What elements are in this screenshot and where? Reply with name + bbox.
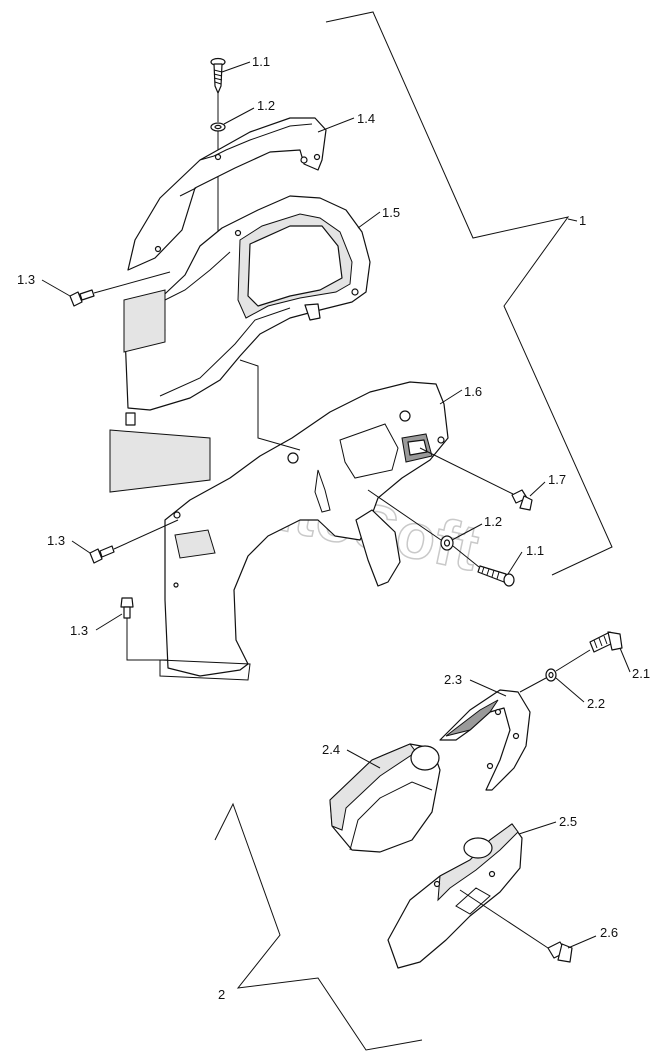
shade-panel-a xyxy=(123,289,166,353)
label-1-1-lower: 1.1 xyxy=(526,543,544,558)
label-2-2: 2.2 xyxy=(587,696,605,711)
washer-1-2-lower xyxy=(440,535,454,551)
label-2-5: 2.5 xyxy=(559,814,577,829)
label-1-2-top: 1.2 xyxy=(257,98,275,113)
group-1-bracket xyxy=(325,11,613,576)
label-1-1-top: 1.1 xyxy=(252,54,270,69)
washer-2-2 xyxy=(545,668,557,682)
bolt-1-3-a xyxy=(69,289,95,307)
bolt-1-3-b xyxy=(89,545,115,564)
label-1-3-b: 1.3 xyxy=(47,533,65,548)
label-1-2-lower: 1.2 xyxy=(484,514,502,529)
label-1-3-c: 1.3 xyxy=(70,623,88,638)
part-1-4-upper-cover xyxy=(127,117,327,271)
bolt-2-6 xyxy=(547,941,573,963)
group-2-bracket xyxy=(214,802,423,1051)
link-1-5-1-6 xyxy=(239,359,301,451)
label-2: 2 xyxy=(218,987,225,1002)
part-2-3-cover xyxy=(439,689,531,791)
label-1-4: 1.4 xyxy=(357,111,375,126)
label-2-3: 2.3 xyxy=(444,672,462,687)
label-2-1: 2.1 xyxy=(632,666,650,681)
screw-1-1-lower xyxy=(477,565,515,587)
washer-1-2-top xyxy=(210,122,226,132)
label-1: 1 xyxy=(579,213,586,228)
bolt-1-3-c xyxy=(120,597,134,619)
label-1-6: 1.6 xyxy=(464,384,482,399)
part-1-5-handle-frame xyxy=(124,195,371,426)
leader-lines xyxy=(41,61,631,949)
shade-panel-b xyxy=(109,429,211,493)
label-2-4: 2.4 xyxy=(322,742,340,757)
label-1-3-a: 1.3 xyxy=(17,272,35,287)
part-1-6-lower-housing xyxy=(159,381,449,681)
bolt-1-7 xyxy=(511,489,533,511)
part-2-4-grip xyxy=(329,743,441,853)
label-1-5: 1.5 xyxy=(382,205,400,220)
label-2-6: 2.6 xyxy=(600,925,618,940)
bolt-2-1 xyxy=(589,631,623,653)
link-1-3c xyxy=(126,615,168,661)
part-2-5-lower-cover xyxy=(387,823,523,969)
screw-1-1-top xyxy=(210,57,226,94)
label-1-7: 1.7 xyxy=(548,472,566,487)
